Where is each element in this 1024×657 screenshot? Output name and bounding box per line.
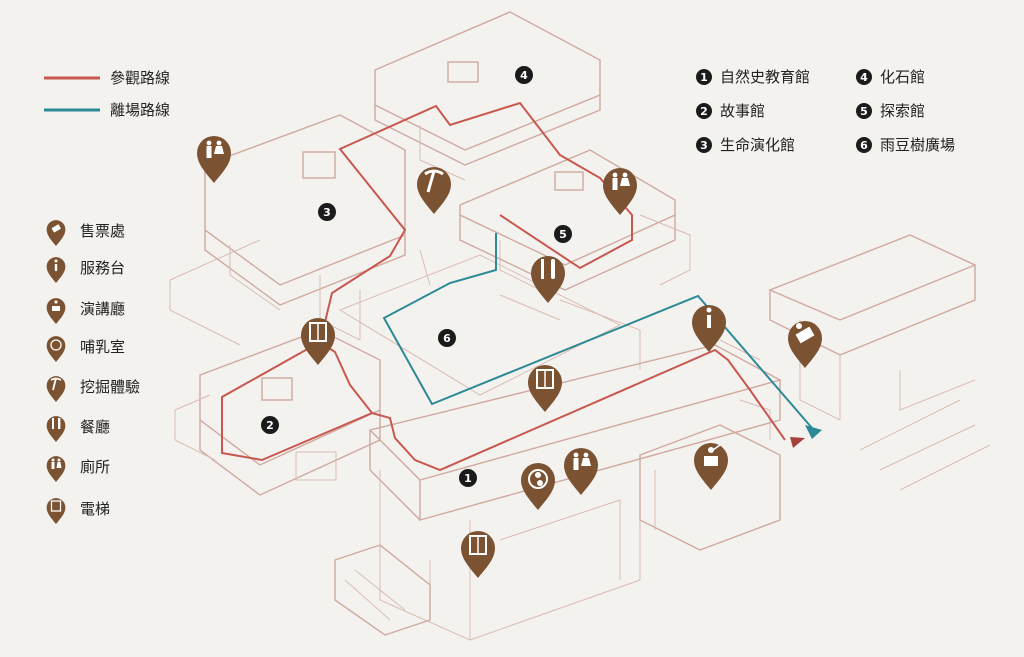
hall-marker-6: 6: [438, 329, 456, 347]
hall-legend-item: 6 雨豆樹廣場: [856, 136, 955, 154]
facility-legend: 售票處 服務台 演講廳 哺乳室 挖掘體驗 餐廳 廁所 電梯: [46, 220, 140, 524]
svg-text:4: 4: [860, 71, 868, 84]
hall-marker-4: 4: [515, 66, 533, 84]
restaurant-icon[interactable]: [531, 256, 565, 303]
exit-route-path: [382, 233, 813, 429]
facility-legend-restroom: 廁所: [46, 456, 110, 482]
exit-route-label: 離場路線: [110, 101, 170, 119]
elevator-icon[interactable]: [301, 318, 335, 365]
svg-text:探索館: 探索館: [880, 102, 925, 120]
restroom-icon[interactable]: [564, 448, 598, 495]
svg-text:挖掘體驗: 挖掘體驗: [80, 378, 140, 396]
svg-text:1: 1: [700, 71, 708, 84]
svg-text:電梯: 電梯: [80, 500, 110, 518]
lecture-hall-icon[interactable]: [694, 443, 728, 490]
exit-route-arrow: [805, 425, 822, 439]
svg-text:故事館: 故事館: [720, 102, 765, 120]
facility-legend-elevator: 電梯: [46, 498, 110, 524]
pickaxe-icon[interactable]: [417, 167, 451, 214]
hall-legend-item: 3 生命演化館: [696, 136, 795, 154]
hall-marker-2: 2: [261, 416, 279, 434]
svg-text:服務台: 服務台: [80, 259, 125, 277]
svg-text:6: 6: [860, 139, 868, 152]
hall-marker-5: 5: [554, 225, 572, 243]
svg-text:廁所: 廁所: [80, 458, 110, 476]
restroom-icon[interactable]: [197, 136, 231, 183]
hall-legend: 1 自然史教育館 2 故事館 3 生命演化館 4 化石館 5 探索館 6 雨豆樹廣場: [696, 68, 955, 154]
svg-text:雨豆樹廣場: 雨豆樹廣場: [880, 136, 955, 154]
svg-text:2: 2: [266, 419, 274, 432]
visit-route-branch: [221, 341, 373, 462]
svg-text:3: 3: [323, 206, 331, 219]
svg-text:6: 6: [443, 332, 451, 345]
svg-text:5: 5: [860, 105, 868, 118]
svg-text:2: 2: [700, 105, 708, 118]
route-legend: 參觀路線 離場路線: [44, 69, 170, 119]
elevator-icon[interactable]: [528, 365, 562, 412]
visit-route-arrow: [790, 437, 805, 448]
visit-route-label: 參觀路線: [110, 69, 170, 87]
svg-text:5: 5: [559, 228, 567, 241]
facility-legend-info: 服務台: [46, 257, 125, 283]
svg-text:售票處: 售票處: [80, 222, 125, 240]
svg-text:4: 4: [520, 69, 528, 82]
hall-legend-item: 4 化石館: [856, 68, 925, 86]
svg-text:生命演化館: 生命演化館: [720, 136, 795, 154]
ticket-icon[interactable]: [788, 321, 822, 368]
hall-legend-item: 5 探索館: [856, 102, 925, 120]
facility-legend-lecture: 演講廳: [46, 298, 125, 324]
info-icon[interactable]: [692, 305, 726, 352]
hall-marker-3: 3: [318, 203, 336, 221]
facility-legend-nursing: 哺乳室: [46, 336, 125, 362]
hall-marker-1: 1: [459, 469, 477, 487]
elevator-icon[interactable]: [461, 531, 495, 578]
restroom-icon[interactable]: [603, 168, 637, 215]
svg-text:化石館: 化石館: [880, 68, 925, 86]
nursing-room-icon[interactable]: [521, 463, 555, 510]
hall-legend-item: 2 故事館: [696, 102, 765, 120]
building-outlines: [169, 11, 991, 641]
svg-text:演講廳: 演講廳: [80, 300, 125, 318]
visit-route-path: [318, 101, 786, 472]
svg-text:餐廳: 餐廳: [80, 418, 110, 436]
svg-text:自然史教育館: 自然史教育館: [720, 68, 810, 86]
hall-legend-item: 1 自然史教育館: [696, 68, 810, 86]
svg-text:3: 3: [700, 139, 708, 152]
svg-text:哺乳室: 哺乳室: [80, 338, 125, 356]
facility-legend-restaurant: 餐廳: [46, 416, 110, 442]
facility-legend-pickaxe: 挖掘體驗: [46, 376, 140, 402]
svg-text:1: 1: [464, 472, 472, 485]
facility-legend-ticket: 售票處: [46, 220, 125, 246]
